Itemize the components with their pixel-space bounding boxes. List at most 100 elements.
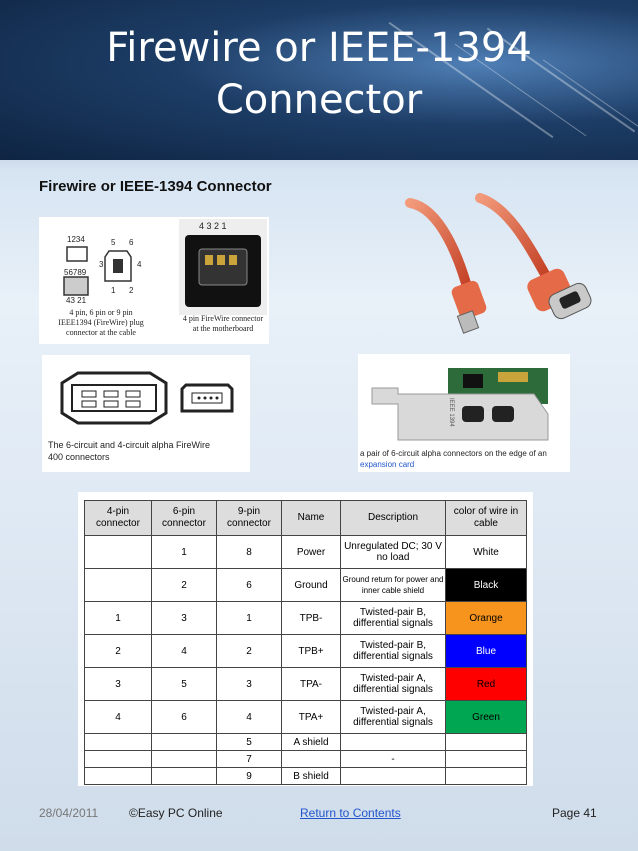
table-cell: 2 (84, 634, 152, 668)
table-cell: 4 (151, 634, 217, 668)
table-cell: Red (445, 667, 527, 701)
table-cell: Unregulated DC; 30 V no load (340, 535, 446, 569)
table-cell: 9 (216, 767, 282, 785)
table-cell: Twisted-pair A, differential signals (340, 700, 446, 734)
table-cell: 1 (151, 535, 217, 569)
table-cell (151, 767, 217, 785)
title-line-2: Connector (215, 77, 423, 123)
table-cell: Twisted-pair B, differential signals (340, 634, 446, 668)
table-cell (445, 733, 527, 751)
port-2 (492, 406, 514, 422)
table-cell (84, 767, 152, 785)
page-number: Page 41 (552, 806, 597, 820)
column-header: 9-pin connector (216, 500, 282, 536)
table-cell: 3 (84, 667, 152, 701)
svg-text:43 21: 43 21 (66, 296, 87, 305)
section-heading: Firewire or IEEE-1394 Connector (39, 178, 272, 195)
svg-text:1: 1 (111, 286, 116, 295)
table-cell: Twisted-pair B, differential signals (340, 601, 446, 635)
svg-text:56789: 56789 (64, 268, 87, 277)
plug-9pin (63, 276, 89, 296)
table-cell: Blue (445, 634, 527, 668)
table-cell: Twisted-pair A, differential signals (340, 667, 446, 701)
table-cell (151, 750, 217, 768)
title-banner: Firewire or IEEE-1394 Connector (0, 0, 638, 160)
table-cell: 2 (151, 568, 217, 602)
column-header: Name (281, 500, 341, 536)
table-cell (84, 568, 152, 602)
table-cell: TPB+ (281, 634, 341, 668)
svg-text:IEEE 1394: IEEE 1394 (448, 398, 454, 427)
table-cell: - (340, 750, 446, 768)
column-header: color of wire in cable (445, 500, 527, 536)
expansion-card-figure: IEEE 1394 a pair of 6-circuit alpha conn… (358, 354, 570, 472)
table-cell: 3 (216, 667, 282, 701)
table-cell (281, 750, 341, 768)
pins-4-label: 1234 (67, 235, 85, 244)
table-cell: B shield (281, 767, 341, 785)
table-cell: 2 (216, 634, 282, 668)
table-cell: Ground return for power and inner cable … (340, 568, 446, 602)
table-cell: 7 (216, 750, 282, 768)
table-cell: 1 (84, 601, 152, 635)
pinout-diagram: 1234 5 6 3 4 1 2 56789 43 21 4 pin, 6 pi… (58, 219, 267, 337)
expansion-caption: a pair of 6-circuit alpha connectors on … (360, 449, 547, 458)
title-line-1: Firewire or IEEE-1394 (106, 25, 532, 71)
6-circuit-connector (60, 371, 168, 425)
table-cell: 4 (84, 700, 152, 734)
column-header: 4-pin connector (84, 500, 152, 536)
plug-6pin (104, 250, 132, 282)
table-cell: White (445, 535, 527, 569)
return-to-contents-link[interactable]: Return to Contents (300, 806, 401, 820)
table-cell: 6 (151, 700, 217, 734)
slide-title: Firewire or IEEE-1394 Connector (0, 22, 638, 126)
table-cell: 6 (216, 568, 282, 602)
table-row: 7- (84, 750, 527, 768)
firewire-cable-image (400, 188, 610, 348)
alpha-connectors-figure: The 6-circuit and 4-circuit alpha FireWi… (42, 355, 250, 472)
table-cell: A shield (281, 733, 341, 751)
footer-copyright: ©Easy PC Online (129, 806, 223, 820)
svg-text:4: 4 (137, 260, 142, 269)
table-cell (340, 767, 446, 785)
svg-text:2: 2 (129, 286, 134, 295)
table-cell (84, 535, 152, 569)
table-cell (84, 733, 152, 751)
table-cell: Green (445, 700, 527, 734)
table-cell: 8 (216, 535, 282, 569)
alpha-caption: The 6-circuit and 4-circuit alpha FireWi… (48, 440, 211, 462)
pinout-figure: 1234 5 6 3 4 1 2 56789 43 21 4 pin, 6 pi… (39, 217, 269, 344)
svg-text:4 3 2 1: 4 3 2 1 (199, 221, 227, 231)
table-cell: TPA- (281, 667, 341, 701)
column-header: 6-pin connector (151, 500, 217, 536)
port-1 (462, 406, 484, 422)
card-bracket (371, 387, 549, 441)
svg-text:6: 6 (129, 238, 134, 247)
table-cell: 5 (216, 733, 282, 751)
table-cell: Power (281, 535, 341, 569)
plug-4pin (66, 246, 88, 262)
table-cell: TPB- (281, 601, 341, 635)
expansion-card-link[interactable]: expansion card (360, 460, 415, 469)
table-cell (445, 767, 527, 785)
footer-date: 28/04/2011 (39, 806, 99, 820)
svg-text:5: 5 (111, 238, 116, 247)
table-cell: Orange (445, 601, 527, 635)
table-cell (445, 750, 527, 768)
table-cell (151, 733, 217, 751)
4-circuit-connector (180, 383, 234, 413)
table-cell: 5 (151, 667, 217, 701)
table-cell: TPA+ (281, 700, 341, 734)
